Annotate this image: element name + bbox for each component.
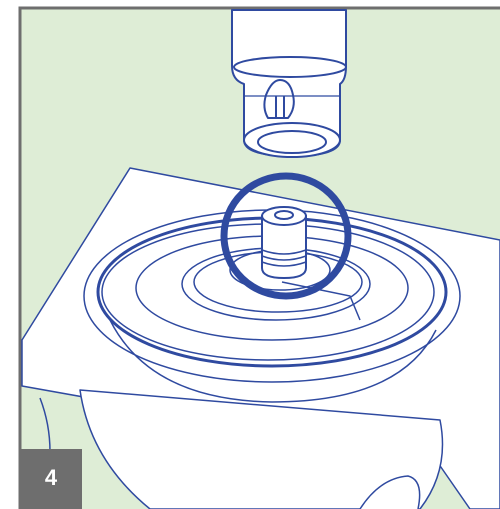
step-number-badge: 4 <box>20 449 82 509</box>
vial-adapter <box>232 10 346 157</box>
connector-port <box>262 207 306 278</box>
